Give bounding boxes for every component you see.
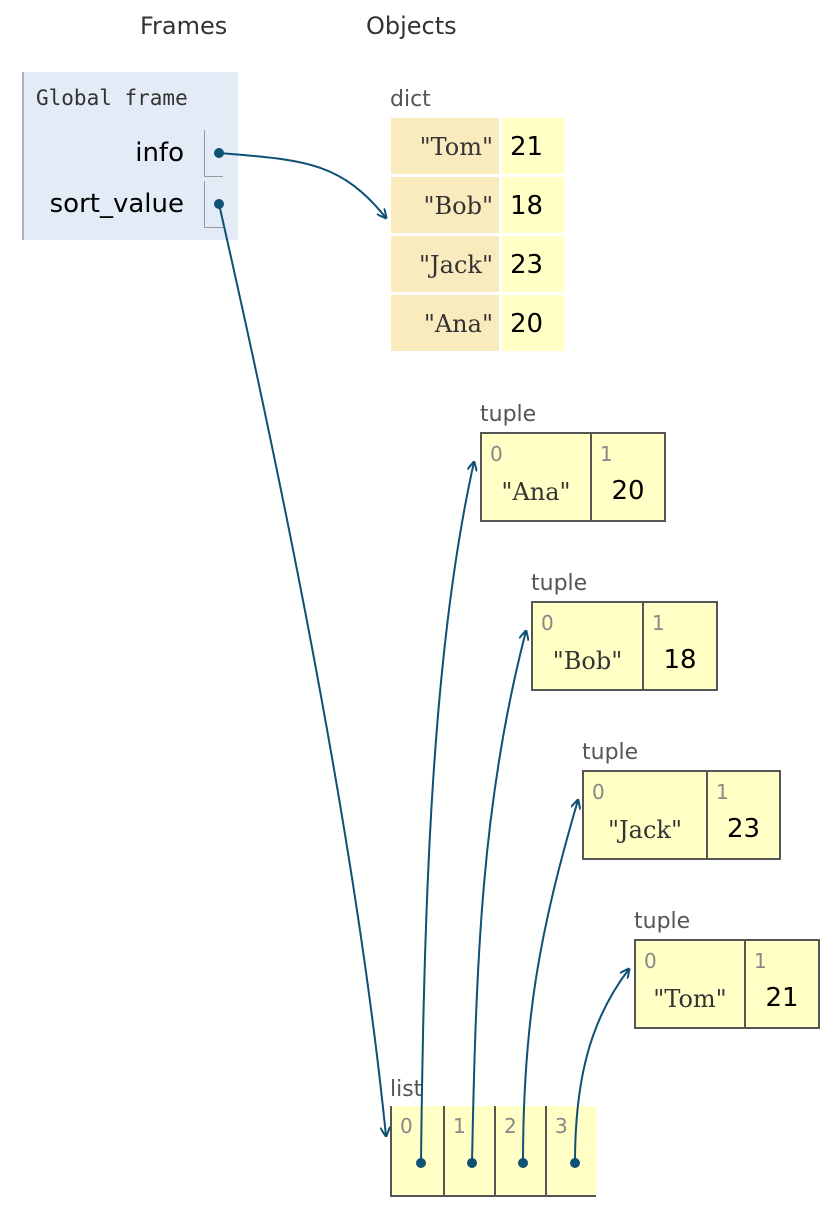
tuple-object: 0 "Bob" 1 18 xyxy=(531,601,718,691)
tuple-object: 0 "Ana" 1 20 xyxy=(480,432,666,522)
list-index: 2 xyxy=(504,1114,517,1138)
tuple-index: 0 xyxy=(490,442,503,466)
tuple-label: tuple xyxy=(582,740,639,765)
tuple-item: 21 xyxy=(765,983,799,1013)
list-object: 0 1 2 3 xyxy=(390,1106,596,1197)
tuple-cell: 0 "Jack" xyxy=(584,772,706,858)
tuple-index: 1 xyxy=(716,780,729,804)
tuple-cell: 1 21 xyxy=(744,941,818,1027)
tuple-item: "Tom" xyxy=(653,985,727,1013)
tuple-cell: 0 "Tom" xyxy=(636,941,744,1027)
tuple-label: tuple xyxy=(634,909,691,934)
arrow-sort-value-to-list xyxy=(218,203,386,1136)
tuple-index: 0 xyxy=(592,780,605,804)
arrow-list0-to-tuple-ana xyxy=(420,462,474,1164)
dict-value: 23 xyxy=(502,236,564,292)
dict-key: "Ana" xyxy=(391,295,499,351)
tuple-item: 18 xyxy=(663,645,697,675)
tuple-cell: 0 "Ana" xyxy=(482,434,590,520)
tuple-index: 0 xyxy=(644,949,657,973)
frames-header: Frames xyxy=(140,12,228,40)
tuple-index: 1 xyxy=(600,442,613,466)
tuple-label: tuple xyxy=(531,571,588,596)
tuple-cell: 0 "Bob" xyxy=(533,603,642,689)
tuple-object: 0 "Jack" 1 23 xyxy=(582,770,781,860)
tuple-item: "Bob" xyxy=(552,647,623,675)
tuple-index: 1 xyxy=(754,949,767,973)
variable-info-name: info xyxy=(135,138,184,168)
tuple-index: 0 xyxy=(541,611,554,635)
dict-value: 21 xyxy=(502,118,564,174)
dict-entry: "Jack" 23 xyxy=(391,236,564,292)
tuple-object: 0 "Tom" 1 21 xyxy=(634,939,820,1029)
list-index: 1 xyxy=(453,1114,466,1138)
dict-value: 20 xyxy=(502,295,564,351)
variable-sort-value-name: sort_value xyxy=(49,189,184,219)
list-cell: 2 xyxy=(494,1106,545,1195)
variable-info-slot xyxy=(204,130,223,177)
list-cell: 1 xyxy=(443,1106,494,1195)
dict-entry: "Bob" 18 xyxy=(391,177,564,233)
arrow-info-to-dict xyxy=(218,152,386,218)
tuple-item: 23 xyxy=(726,814,761,844)
dict-key: "Jack" xyxy=(391,236,499,292)
tuple-item: "Jack" xyxy=(608,816,682,844)
frame-title: Global frame xyxy=(36,86,188,110)
dict-label: dict xyxy=(390,87,431,112)
tuple-item: 20 xyxy=(611,476,645,506)
tuple-label: tuple xyxy=(480,402,537,427)
dict-key: "Bob" xyxy=(391,177,499,233)
arrow-list1-to-tuple-bob xyxy=(471,631,526,1164)
objects-header: Objects xyxy=(366,12,457,40)
global-frame: Global frame info sort_value xyxy=(22,72,238,240)
dict-entry: "Ana" 20 xyxy=(391,295,564,351)
list-cell: 3 xyxy=(545,1106,596,1195)
list-index: 0 xyxy=(400,1114,413,1138)
dict-key: "Tom" xyxy=(391,118,499,174)
tuple-cell: 1 23 xyxy=(706,772,779,858)
list-cell: 0 xyxy=(392,1106,443,1195)
tuple-cell: 1 18 xyxy=(642,603,716,689)
dict-value: 18 xyxy=(502,177,564,233)
variable-sort-value-slot xyxy=(204,181,223,228)
list-label: list xyxy=(390,1077,423,1102)
tuple-index: 1 xyxy=(652,611,665,635)
tuple-item: "Ana" xyxy=(501,478,571,506)
list-index: 3 xyxy=(555,1114,568,1138)
tuple-cell: 1 20 xyxy=(590,434,664,520)
dict-entry: "Tom" 21 xyxy=(391,118,564,174)
